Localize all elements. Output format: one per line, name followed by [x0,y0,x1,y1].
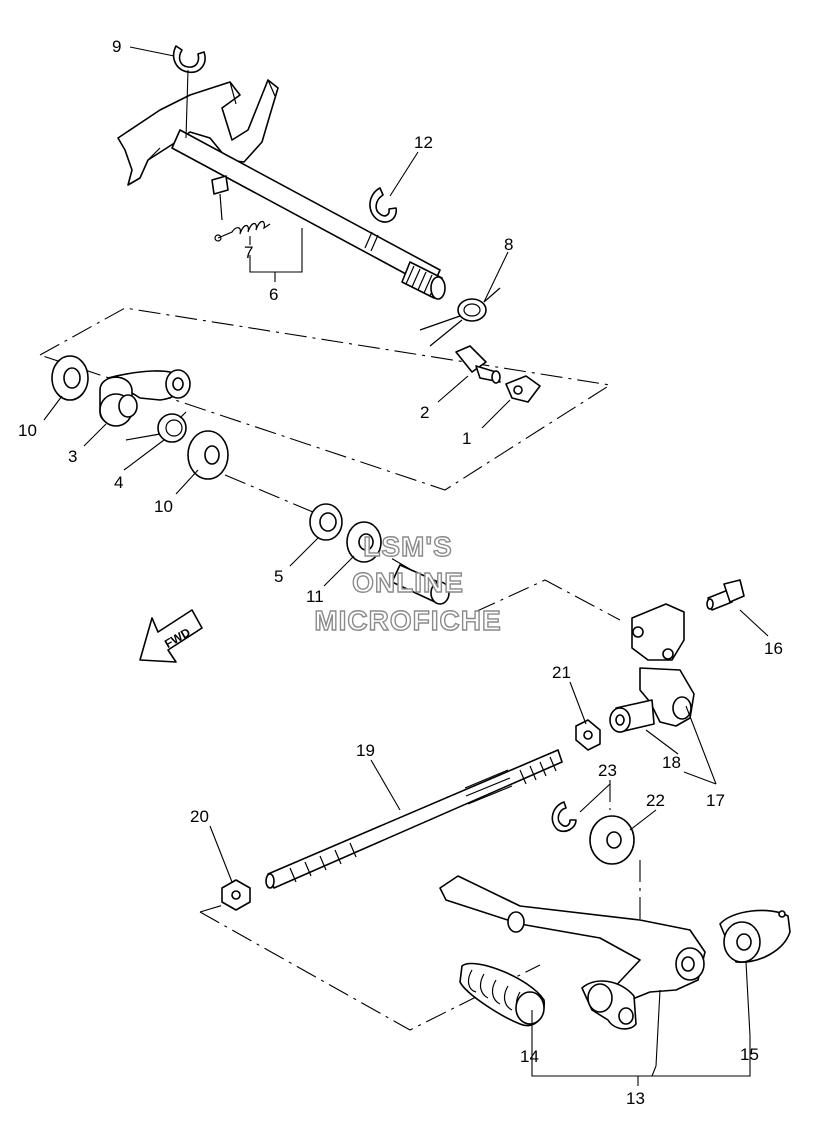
part-13-shift-pedal [439,875,706,1030]
callout-14: 14 [520,1047,539,1066]
callout-6: 6 [269,285,278,304]
part-23-circlip [551,801,577,833]
callout-1: 1 [462,429,471,448]
callout-16: 16 [764,639,783,658]
callout-8: 8 [504,235,513,254]
part-17-clamp-arm [631,603,695,727]
callout-22: 22 [646,791,665,810]
callout-12: 12 [414,133,433,152]
part-3-roller [99,369,191,427]
fwd-arrow-icon: FWD [139,609,203,663]
callout-17: 17 [706,791,725,810]
part-14-rubber-grip [459,962,545,1027]
part-5-bushing [309,503,343,541]
part-2-bolt [455,345,501,384]
callout-numbers: 9 12 8 7 6 2 1 10 3 4 10 5 11 16 21 18 1… [18,37,783,1108]
callout-2: 2 [420,403,429,422]
watermark: LSM'S ONLINE MICROFICHE [314,530,502,636]
part-15-pivot-boss [719,909,791,963]
part-1-plate [505,375,541,403]
callout-9: 9 [112,37,121,56]
callout-21: 21 [552,663,571,682]
callout-15: 15 [740,1045,759,1064]
leader-lines [43,46,769,1086]
part-21-nut [575,719,601,751]
watermark-line2: ONLINE [352,567,464,598]
part-7-spring [214,220,271,242]
part-10-washer-lower [187,430,229,480]
callout-10-upper: 10 [18,421,37,440]
callout-13: 13 [626,1089,645,1108]
pivot-pin [391,564,450,605]
callout-5: 5 [274,567,283,586]
part-12-circlip [369,187,398,223]
watermark-line1: LSM'S [363,531,452,562]
callout-3: 3 [68,447,77,466]
callout-11: 11 [306,587,324,606]
part-20-nut [221,879,251,911]
callout-10-lower: 10 [154,497,173,516]
part-22-washer [589,815,635,865]
callout-4: 4 [114,473,123,492]
part-10-washer-upper [51,355,89,401]
part-16-bolt [706,579,745,611]
watermark-line3: MICROFICHE [314,605,501,636]
part-18-pivot-bushing [609,699,655,733]
callout-7: 7 [244,243,253,262]
callout-19: 19 [356,741,375,760]
callout-23: 23 [598,761,617,780]
part-19-tie-rod [265,749,563,889]
part-9-circlip [172,45,206,74]
part-4-spring [125,411,187,443]
part-8-torsion-spring [419,287,501,347]
callout-20: 20 [190,807,209,826]
part-11-washer [346,521,382,563]
part-6-shift-shaft [117,79,446,300]
callout-18: 18 [662,753,681,772]
